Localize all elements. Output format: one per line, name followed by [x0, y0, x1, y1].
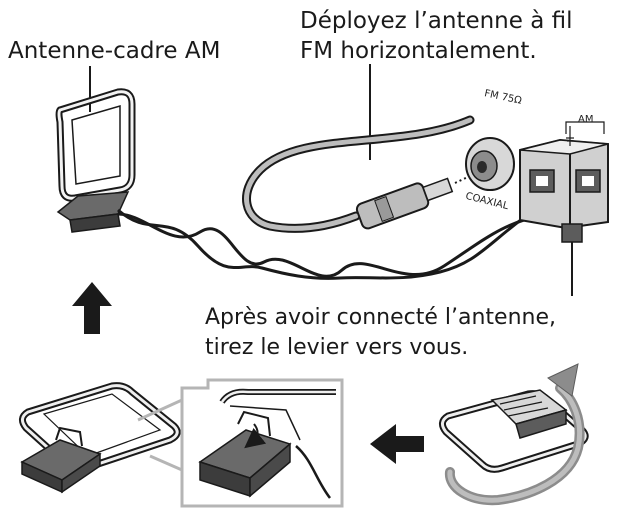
rotate-arrow-icon — [444, 363, 585, 506]
fm-wire-antenna — [242, 115, 515, 233]
lever-instruction-line1: Après avoir connecté l’antenne, — [205, 305, 557, 330]
lever-instruction-line2: tirez le levier vers vous. — [205, 335, 469, 360]
arrow-up-icon — [72, 282, 112, 334]
am-loop-antenna — [55, 88, 136, 233]
lever-instruction: Après avoir connecté l’antenne, tirez le… — [205, 303, 556, 363]
fm-wire-instruction: Déployez l’antenne à fil FM horizontalem… — [300, 6, 573, 66]
fm-wire-instruction-line1: Déployez l’antenne à fil — [300, 8, 573, 34]
terminal-block — [519, 121, 609, 243]
assembled-loop-antenna — [19, 382, 181, 494]
am-terminal-label: AM — [578, 114, 594, 125]
am-twisted-wire — [117, 204, 547, 280]
arrow-left-icon — [370, 424, 424, 464]
zoom-inset — [137, 378, 344, 508]
am-loop-label: Antenne-cadre AM — [8, 38, 221, 64]
fm-wire-instruction-line2: FM horizontalement. — [300, 38, 537, 64]
rotating-loop-antenna — [439, 389, 589, 473]
